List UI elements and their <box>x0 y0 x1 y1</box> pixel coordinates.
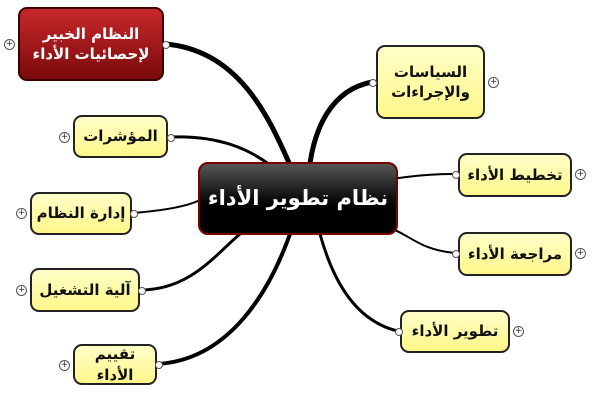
expand-icon[interactable]: + <box>59 360 70 371</box>
node-operating-mechanism[interactable]: آلية التشغيل <box>30 268 140 312</box>
node-performance-development[interactable]: تطوير الأداء <box>400 310 510 353</box>
connector-dot <box>167 134 175 142</box>
node-performance-review[interactable]: مراجعة الأداء <box>458 232 572 276</box>
connector-dot <box>452 171 460 179</box>
expand-icon[interactable]: + <box>16 208 27 219</box>
expand-icon[interactable]: + <box>575 169 586 180</box>
node-indicators[interactable]: المؤشرات <box>73 115 168 158</box>
center-node[interactable]: نظام تطوير الأداء <box>198 162 398 235</box>
expand-icon[interactable]: + <box>488 77 499 88</box>
expand-icon[interactable]: + <box>16 285 27 296</box>
connector-dot <box>162 41 170 49</box>
node-policies-procedures[interactable]: السياسات والإجراءات <box>376 45 485 119</box>
connector-dot <box>395 328 403 336</box>
connector-dot <box>452 250 460 258</box>
expand-icon[interactable]: + <box>4 39 15 50</box>
connector-dot <box>130 210 138 218</box>
expand-icon[interactable]: + <box>59 132 70 143</box>
node-performance-evaluation[interactable]: تقييم الأداء <box>73 344 157 385</box>
node-performance-planning[interactable]: تخطيط الأداء <box>458 153 572 197</box>
expand-icon[interactable]: + <box>513 326 524 337</box>
connector-dot <box>369 79 377 87</box>
connector-dot <box>155 361 163 369</box>
connector-dot <box>138 287 146 295</box>
node-system-management[interactable]: إدارة النظام <box>30 192 132 235</box>
expand-icon[interactable]: + <box>575 248 586 259</box>
node-expert-system[interactable]: النظام الخبير لإحصائيات الأداء <box>18 7 164 81</box>
